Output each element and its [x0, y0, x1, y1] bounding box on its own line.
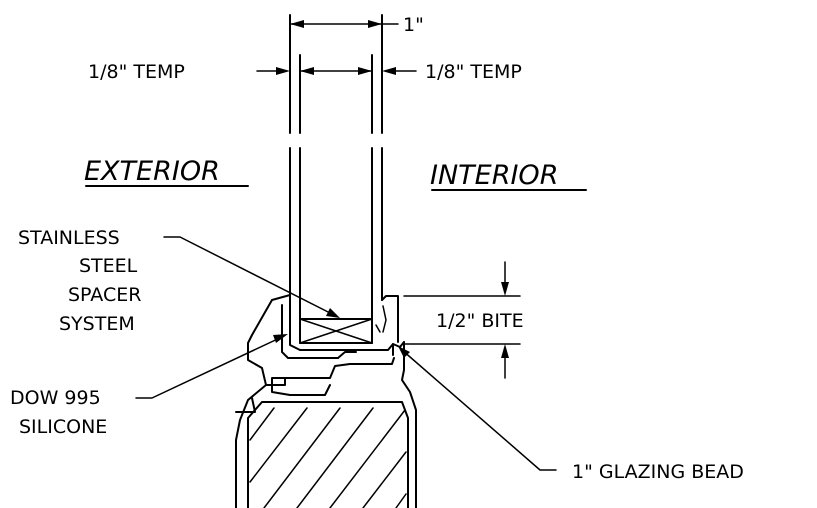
exterior-label: EXTERIOR [84, 156, 220, 187]
spacer-leader [163, 236, 340, 318]
glass-lites [289, 14, 383, 344]
silicone-label-line2: SILICONE [19, 416, 107, 438]
spacer-block [299, 318, 373, 344]
lite-thickness-dimension [256, 67, 417, 75]
frame-profile [235, 294, 417, 508]
right-lite-label: 1/8" TEMP [425, 61, 522, 83]
spacer-label-line1: STAINLESS [18, 227, 120, 249]
glazing-bead-leader [398, 346, 557, 471]
overall-thickness-label: 1" [403, 14, 424, 36]
spacer-label-line2: STEEL [79, 255, 138, 277]
wood-core [247, 401, 409, 508]
overall-thickness-dimension [289, 20, 399, 28]
bite-dimension [403, 261, 521, 379]
glazing-bead-label: 1" GLAZING BEAD [572, 461, 744, 483]
silicone-label-line1: DOW 995 [10, 387, 101, 409]
glazing-bead [375, 295, 405, 348]
left-lite-label: 1/8" TEMP [88, 61, 185, 83]
bite-label: 1/2" BITE [436, 310, 524, 332]
silicone-leader [135, 334, 288, 399]
spacer-label-line4: SYSTEM [59, 313, 135, 335]
interior-label: INTERIOR [430, 160, 558, 191]
spacer-label-line3: SPACER [68, 284, 141, 306]
